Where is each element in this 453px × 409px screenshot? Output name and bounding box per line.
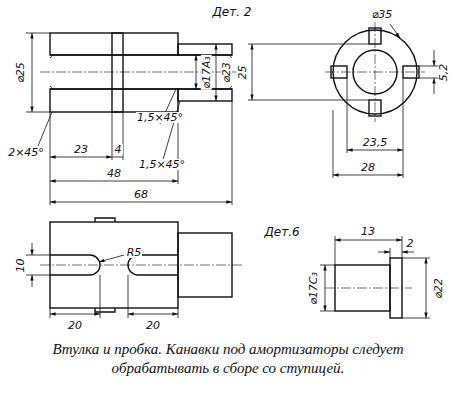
drawing-stroke <box>434 50 435 66</box>
dimension-label: 68 <box>133 189 149 200</box>
drawing-stroke <box>112 33 123 112</box>
dimension-label: ⌀25 <box>15 61 26 84</box>
drawing-stroke <box>419 66 440 78</box>
drawing-stroke <box>50 275 178 318</box>
dimension-label: 10 <box>15 257 26 273</box>
drawing-stroke <box>335 236 402 265</box>
drawing-stroke <box>50 157 112 158</box>
dimension-label: ⌀17А₃ <box>201 55 212 90</box>
drawing-stroke <box>320 258 430 318</box>
dimension-label: 20 <box>145 320 161 331</box>
drawing-stroke <box>426 258 427 318</box>
drawing-stroke <box>335 240 402 241</box>
dimension-label: 4 <box>114 144 123 155</box>
chamfer-label: 1,5×45° <box>138 159 186 170</box>
part-label: Дет.6 <box>263 226 300 238</box>
dimension-label: ⌀23 <box>221 61 232 84</box>
drawing-stroke <box>26 33 50 112</box>
drawing-stroke <box>50 101 232 205</box>
drawing-stroke <box>216 44 217 101</box>
dimension-label: ⌀17С₃ <box>308 271 319 306</box>
dimension-label: 23,5 <box>362 137 389 148</box>
drawing-stroke <box>32 275 33 287</box>
drawing-stroke <box>32 243 33 255</box>
drawing-stroke <box>99 255 124 262</box>
drawing-stroke <box>128 314 178 315</box>
drawing-stroke <box>402 252 414 253</box>
sleeve-plan-view <box>26 218 242 318</box>
drawing-stroke <box>378 252 390 253</box>
drawing-stroke <box>50 314 100 315</box>
sleeve-section <box>26 33 242 205</box>
drawing-stroke <box>40 265 242 266</box>
radius-label: R5 <box>126 247 143 258</box>
dimension-label: 5,2 <box>439 62 450 82</box>
chamfer-label: 1,5×45° <box>136 112 184 123</box>
drawing-stroke <box>50 89 178 112</box>
sleeve-end-view <box>248 22 440 178</box>
dimension-label: 2 <box>406 238 415 249</box>
drawing-stroke <box>50 33 178 55</box>
drawing-stroke <box>390 24 400 38</box>
drawing-stroke <box>325 265 326 311</box>
drawing-stroke <box>252 44 253 100</box>
drawing-stroke <box>333 78 403 178</box>
dimension-label: 20 <box>67 320 83 331</box>
drawing-stroke <box>196 55 197 89</box>
drawing-stroke <box>32 33 33 112</box>
part-label: Дет. 2 <box>211 6 252 18</box>
dimension-label: 25 <box>237 64 248 80</box>
drawing-stroke <box>50 202 232 203</box>
drawing-stroke <box>325 22 425 122</box>
drawing-stroke <box>333 175 403 176</box>
plug-view <box>320 236 430 318</box>
drawing-stroke <box>178 44 232 55</box>
dimension-label: ⌀22 <box>433 277 444 300</box>
drawing-stroke <box>26 255 50 275</box>
drawing-stroke <box>248 44 369 100</box>
figure-caption: Втулка и пробка. Канавки под амортизатор… <box>38 340 418 378</box>
drawing-stroke <box>50 181 178 182</box>
drawing-stroke <box>325 288 412 289</box>
chamfer-label: 2×45° <box>7 147 45 158</box>
diameter-label: ⌀35 <box>371 9 394 20</box>
drawing-stroke <box>178 89 232 101</box>
drawing-stroke <box>347 150 403 151</box>
dimension-label: 48 <box>106 168 122 179</box>
dimension-label: 28 <box>360 162 376 173</box>
drawing-stroke <box>434 78 435 94</box>
dimension-label: 23 <box>73 144 89 155</box>
dimension-label: 13 <box>360 226 376 237</box>
drawing-stroke <box>112 157 123 158</box>
